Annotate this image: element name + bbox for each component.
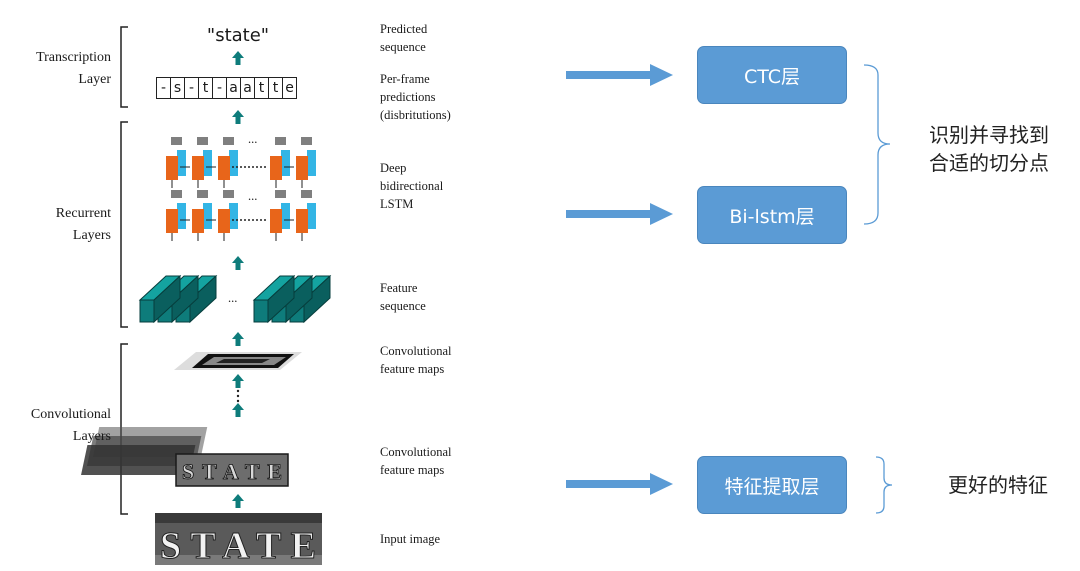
lstm-output-node xyxy=(275,190,286,198)
input-image xyxy=(155,513,322,565)
vertical-dots xyxy=(236,389,240,403)
note-better-features: 更好的特征 xyxy=(948,473,1048,497)
lstm-backward-cell xyxy=(307,203,316,229)
up-arrow-icon xyxy=(232,494,244,508)
desc-feature-sequence: Feature sequence xyxy=(380,281,426,313)
lstm-backward-cell xyxy=(177,203,186,229)
lstm-forward-cell xyxy=(166,209,178,233)
desc-per-frame-predictions: Per-frame predictions (disbritutions) xyxy=(380,72,451,122)
lstm-backward-cell xyxy=(177,150,186,176)
conv-feature-map-top xyxy=(174,352,302,370)
lstm-backward-cell xyxy=(203,203,212,229)
up-arrow-icon xyxy=(232,332,244,346)
note-segmentation: 识别并寻找到 合适的切分点 xyxy=(929,123,1049,175)
right-arrow-icon xyxy=(566,64,673,86)
lstm-output-node xyxy=(223,137,234,145)
lstm-output-node xyxy=(275,137,286,145)
ctc-layer-box: CTC层 xyxy=(697,46,847,104)
recurrent-bracket xyxy=(120,121,128,328)
up-arrow-icon xyxy=(232,110,244,124)
lstm-output-node xyxy=(197,137,208,145)
lstm-output-node xyxy=(197,190,208,198)
frame-cell: a xyxy=(226,78,240,98)
up-arrow-icon xyxy=(232,51,244,65)
feature-sequence xyxy=(138,274,332,324)
bilstm-layer-box: Bi-lstm层 xyxy=(697,186,847,244)
lstm-forward-cell xyxy=(166,156,178,180)
lstm-backward-cell xyxy=(229,203,238,229)
up-arrow-icon xyxy=(232,256,244,270)
right-arrow-icon xyxy=(566,203,673,225)
frame-cell: - xyxy=(184,78,198,98)
feature-column xyxy=(252,274,296,324)
transcription-bracket xyxy=(120,26,128,108)
frame-cell: t xyxy=(254,78,268,98)
lstm-forward-cell xyxy=(296,156,308,180)
lstm-forward-cell xyxy=(218,209,230,233)
lstm-ellipsis: ... xyxy=(248,132,258,146)
frame-cell: t xyxy=(198,78,212,98)
desc-predicted-sequence: Predicted sequence xyxy=(380,22,428,54)
desc-deep-lstm: Deep bidirectional LSTM xyxy=(380,161,444,211)
frame-cell: s xyxy=(170,78,184,98)
desc-input-image: Input image xyxy=(380,532,441,546)
desc-conv-feature-maps-bottom: Convolutional feature maps xyxy=(380,445,452,477)
lstm-backward-cell xyxy=(229,150,238,176)
desc-conv-feature-maps-top: Convolutional feature maps xyxy=(380,344,452,376)
up-arrow-icon xyxy=(232,374,244,388)
conv-feature-map-stack xyxy=(81,427,289,487)
lstm-forward-cell xyxy=(270,156,282,180)
lstm-ellipsis: ... xyxy=(248,189,258,203)
lstm-forward-cell xyxy=(192,209,204,233)
lstm-output-node xyxy=(171,190,182,198)
lstm-grid xyxy=(166,137,316,241)
up-arrow-icon xyxy=(232,403,244,417)
lstm-output-node xyxy=(171,137,182,145)
right-brace-small xyxy=(875,456,893,514)
feature-column xyxy=(138,274,182,324)
lstm-output-node xyxy=(301,190,312,198)
lstm-forward-cell xyxy=(192,156,204,180)
lstm-forward-cell xyxy=(296,209,308,233)
layer-label-convolutional: Convolutional Layers xyxy=(30,407,111,444)
lstm-backward-cell xyxy=(307,150,316,176)
frame-cell: - xyxy=(160,80,167,96)
lstm-output-node xyxy=(301,137,312,145)
feature-extraction-box: 特征提取层 xyxy=(697,456,847,514)
layer-label-transcription: Transcription Layer xyxy=(36,50,111,87)
lstm-output-node xyxy=(223,190,234,198)
frame-cell: a xyxy=(240,78,254,98)
lstm-forward-cell xyxy=(270,209,282,233)
layer-label-recurrent: Recurrent Layers xyxy=(55,206,111,243)
lstm-backward-cell xyxy=(203,150,212,176)
right-brace-large xyxy=(863,64,891,225)
up-arrows xyxy=(232,51,244,508)
frame-cell: e xyxy=(282,78,296,98)
feature-ellipsis: ... xyxy=(228,291,238,305)
right-arrow-icon xyxy=(566,473,673,495)
lstm-backward-cell xyxy=(281,150,290,176)
right-arrows xyxy=(566,64,673,495)
lstm-forward-cell xyxy=(218,156,230,180)
predicted-sequence-text: "state" xyxy=(206,25,270,46)
frame-cell: t xyxy=(268,78,282,98)
frame-cell: - xyxy=(212,78,226,98)
lstm-backward-cell xyxy=(281,203,290,229)
